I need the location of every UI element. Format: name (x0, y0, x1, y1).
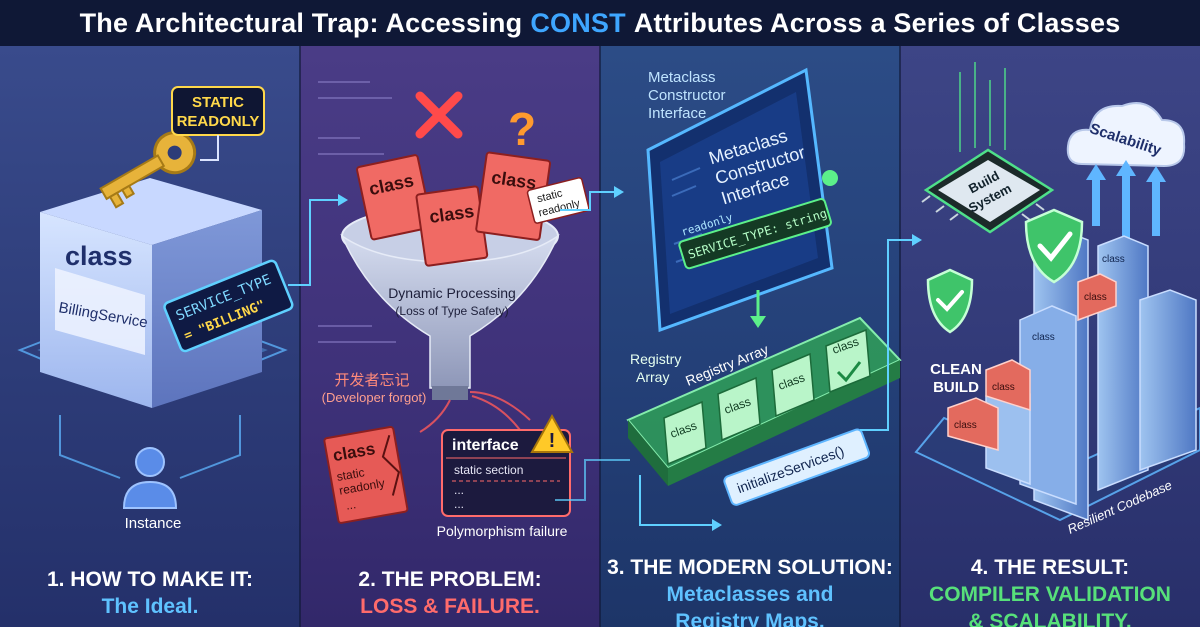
x-icon (415, 91, 463, 139)
meta-label-3: Interface (648, 105, 706, 122)
badge-line-2: READONLY (177, 113, 260, 130)
static-tag: static readonly (526, 177, 590, 224)
forgot-label-chinese: 开发者忘记 (334, 371, 409, 389)
panel3-art: Metaclass Constructor Interface Metaclas… (626, 67, 922, 531)
meta-label-2: Constructor (648, 87, 726, 104)
meta-label-1: Metaclass (648, 69, 716, 86)
broken-class-static: static (336, 465, 366, 484)
page-title: The Architectural Trap: Accessing CONST … (0, 0, 1200, 46)
footer-solution: 3. THE MODERN SOLUTION: Metaclasses and … (600, 554, 900, 627)
footer-heading: 2. THE PROBLEM: (358, 568, 542, 591)
clean-build-2: BUILD (933, 379, 979, 396)
svg-text:!: ! (549, 430, 556, 452)
panel4-art: Build System Scalability (914, 62, 1200, 537)
footer-problem: 2. THE PROBLEM: LOSS & FAILURE. (300, 566, 600, 620)
title-highlight: CONST (530, 7, 626, 38)
footer-subtitle-1: COMPILER VALIDATION (929, 583, 1171, 606)
panel1-art: class BillingService STATIC READONLY SE (17, 86, 348, 532)
forgot-label-english: (Developer forgot) (322, 390, 427, 405)
panel-divider (899, 46, 901, 627)
funnel-label-1: Dynamic Processing (388, 285, 516, 301)
footer-subtitle-1: Metaclasses and (666, 583, 834, 606)
person-icon (122, 447, 178, 509)
panel2-art: ? Dynamic Processing (Loss of Type Safet… (318, 81, 630, 539)
title-text-after: Attributes Across a Series of Classes (633, 7, 1121, 38)
class-cube (40, 178, 262, 408)
shield-check-icon (1024, 208, 1084, 284)
footer-subtitle-2: & SCALABILITY. (968, 610, 1132, 627)
footer-ideal: 1. HOW TO MAKE IT: The Ideal. (0, 566, 300, 620)
flow-arrow (560, 191, 614, 211)
tower-label: class (1032, 332, 1055, 343)
key-icon (99, 131, 197, 209)
footer-heading: 4. THE RESULT: (970, 556, 1130, 579)
cloud-icon (1066, 102, 1186, 168)
interface-line-1: static section (454, 463, 523, 477)
footer-subtitle: The Ideal. (101, 595, 199, 618)
broken-class-ellipsis: ... (345, 497, 357, 513)
tower-label: class (992, 382, 1015, 393)
class-block: class (356, 154, 433, 241)
cube-class-label: class (65, 241, 133, 271)
interface-line-3: ... (454, 497, 464, 511)
interface-title: interface (452, 437, 519, 454)
funnel-label-2: (Loss of Type Safety) (395, 304, 508, 318)
polymorphism-label: Polymorphism failure (437, 523, 568, 539)
footer-subtitle-2: Registry Maps. (675, 610, 825, 627)
tower-label: class (1084, 292, 1107, 303)
warning-icon: ! (530, 413, 574, 453)
panel-divider (299, 46, 301, 627)
instance-label: Instance (125, 515, 182, 532)
footer-heading: 3. THE MODERN SOLUTION: (607, 556, 893, 579)
interface-line-2: ... (454, 483, 464, 497)
tray-class-block: class (825, 328, 871, 394)
badge-line-1: STATIC (192, 94, 244, 111)
registry-left-1: Registry (630, 351, 681, 367)
check-icon (822, 170, 838, 186)
code-background (318, 81, 396, 343)
footer-subtitle: LOSS & FAILURE. (360, 595, 540, 618)
clean-build-1: CLEAN (930, 361, 982, 378)
tray-class-block: class (717, 376, 761, 442)
footer-result: 4. THE RESULT: COMPILER VALIDATION & SCA… (900, 554, 1200, 627)
tray-class-block: class (771, 352, 815, 418)
tray-class-block: class (663, 400, 707, 466)
growth-arrows (1086, 160, 1166, 246)
chip-icon (921, 148, 1055, 234)
failure-flow-lines (419, 391, 531, 433)
question-icon: ? (508, 103, 536, 155)
footer-heading: 1. HOW TO MAKE IT: (46, 568, 254, 591)
broken-class-block: class static readonly ... (323, 425, 409, 524)
static-readonly-badge: STATIC READONLY (171, 86, 265, 161)
flow-arrow (288, 199, 338, 286)
tower-label: class (1102, 254, 1125, 265)
circuit-lines (959, 62, 1006, 152)
flow-arrow (639, 475, 712, 526)
shield-check-icon (926, 268, 974, 334)
panel-divider (599, 46, 601, 627)
flow-arrow (860, 239, 912, 431)
tower-label: class (954, 420, 977, 431)
flow-arrow (555, 459, 630, 501)
class-block: class (415, 185, 489, 267)
registry-left-2: Array (636, 369, 669, 385)
title-text-before: The Architectural Trap: Accessing (79, 7, 523, 38)
tower-cluster (947, 229, 1197, 522)
